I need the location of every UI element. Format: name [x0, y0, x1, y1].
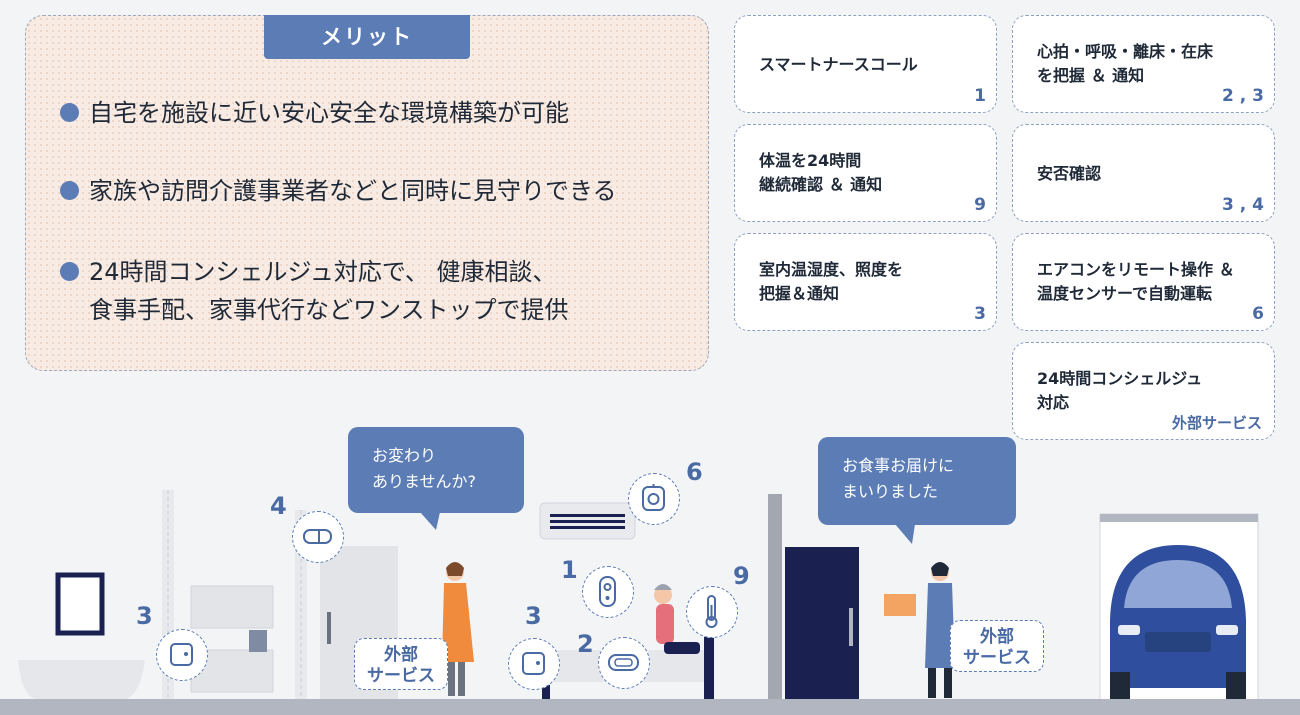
feature-card-concierge: 24時間コンシェルジュ 対応 外部サービス	[1012, 342, 1275, 440]
sensor-number: 2	[577, 630, 594, 658]
entrance-door	[785, 547, 859, 700]
merit-panel	[25, 15, 709, 371]
floor	[0, 699, 1300, 715]
merit-item: 家族や訪問介護事業者などと同時に見守りできる	[60, 172, 617, 210]
bed-sensor-icon	[598, 637, 650, 689]
merit-title: メリット	[264, 15, 470, 59]
speech-bubble-delivery: お食事お届けに まいりました	[818, 437, 1016, 525]
merit-item: 24時間コンシェルジュ対応で、 健康相談、 食事手配、家事代行などワンストップで…	[60, 253, 569, 329]
ac-sensor-icon	[628, 473, 680, 525]
sensor-number: 6	[686, 458, 703, 486]
feature-card-safety-check: 安否確認 3 , 4	[1012, 124, 1275, 222]
speech-bubble-caregiver: お変わり ありませんか?	[348, 427, 524, 513]
feature-card-room-env: 室内温湿度、照度を 把握＆通知 3	[734, 233, 997, 331]
sensor-number: 1	[561, 556, 578, 584]
delivery-box	[884, 594, 916, 616]
external-service-label: 外部 サービス	[354, 638, 448, 690]
sensor-number: 9	[733, 562, 750, 590]
sensor-number: 3	[136, 602, 153, 630]
feature-card-temperature: 体温を24時間 継続確認 ＆ 通知 9	[734, 124, 997, 222]
feature-card-nurse-call: スマートナースコール 1	[734, 15, 997, 113]
entrance-wall	[768, 494, 782, 700]
bullet-icon	[60, 181, 79, 200]
thermometer-icon	[686, 586, 738, 638]
room-sensor-icon	[156, 629, 208, 681]
elderly-person	[654, 586, 672, 604]
external-service-label: 外部 サービス	[950, 620, 1044, 672]
feature-card-vitals: 心拍・呼吸・離床・在床 を把握 ＆ 通知 2 , 3	[1012, 15, 1275, 113]
window-frame	[55, 572, 105, 636]
feature-card-aircon: エアコンをリモート操作 ＆ 温度センサーで自動運転 6	[1012, 233, 1275, 331]
bullet-icon	[60, 262, 79, 281]
bathtub	[18, 660, 145, 700]
towel	[249, 630, 267, 652]
sensor-number: 3	[525, 602, 542, 630]
sensor-number: 4	[270, 492, 287, 520]
bullet-icon	[60, 103, 79, 122]
merit-item: 自宅を施設に近い安心安全な環境構築が可能	[60, 94, 569, 132]
nurse-call-icon	[582, 566, 634, 618]
kitchen-cabinet	[190, 585, 274, 629]
door-sensor-icon	[292, 511, 344, 563]
room-sensor-icon	[508, 638, 560, 690]
